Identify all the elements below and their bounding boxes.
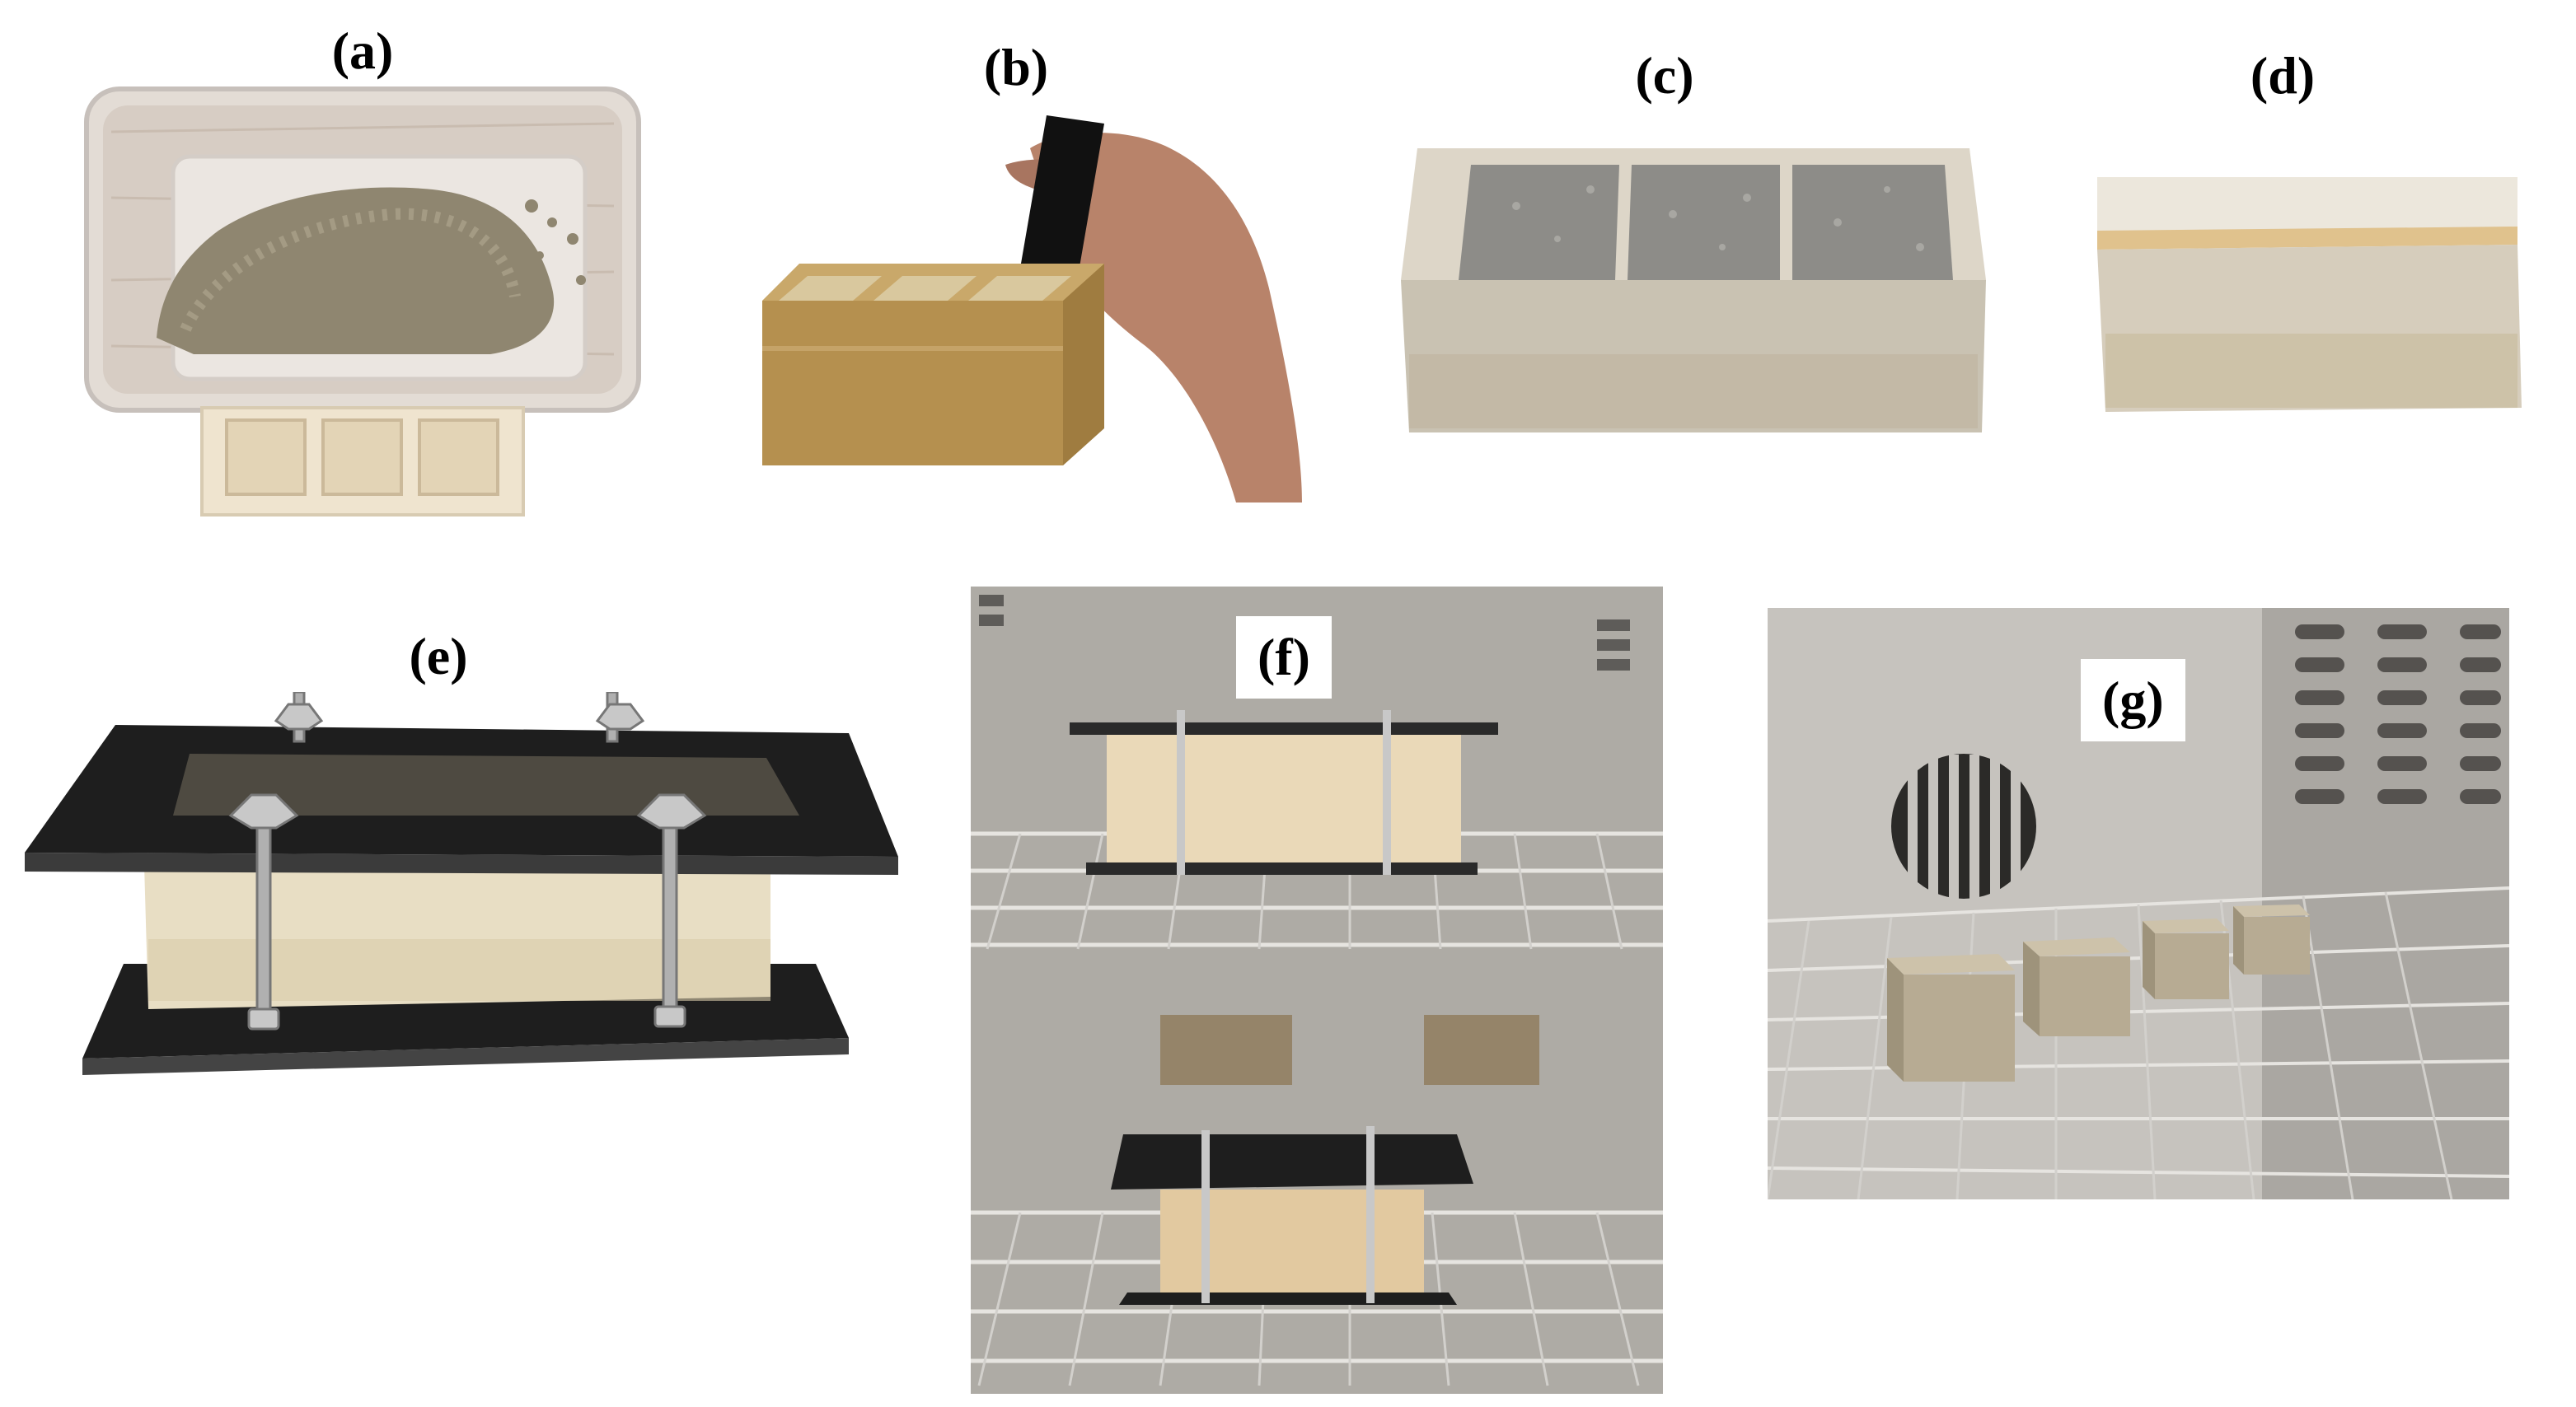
panel-b-photo [758,99,1318,502]
panel-a-photo [78,82,647,519]
panel-f-photo [971,587,1663,1394]
panel-c-label: (c) [1635,46,1694,105]
panel-e-photo [25,692,906,1087]
panel-g-photo [1768,608,2509,1199]
panel-e-label: (e) [409,627,468,685]
panel-a-label: (a) [331,21,394,80]
panel-d-photo [2081,169,2534,416]
panel-b-label: (b) [983,38,1049,96]
panel-c-photo [1393,140,2002,437]
panel-f-label: (f) [1236,616,1332,699]
panel-g-label: (g) [2081,659,2185,741]
panel-d-label: (d) [2250,46,2316,105]
